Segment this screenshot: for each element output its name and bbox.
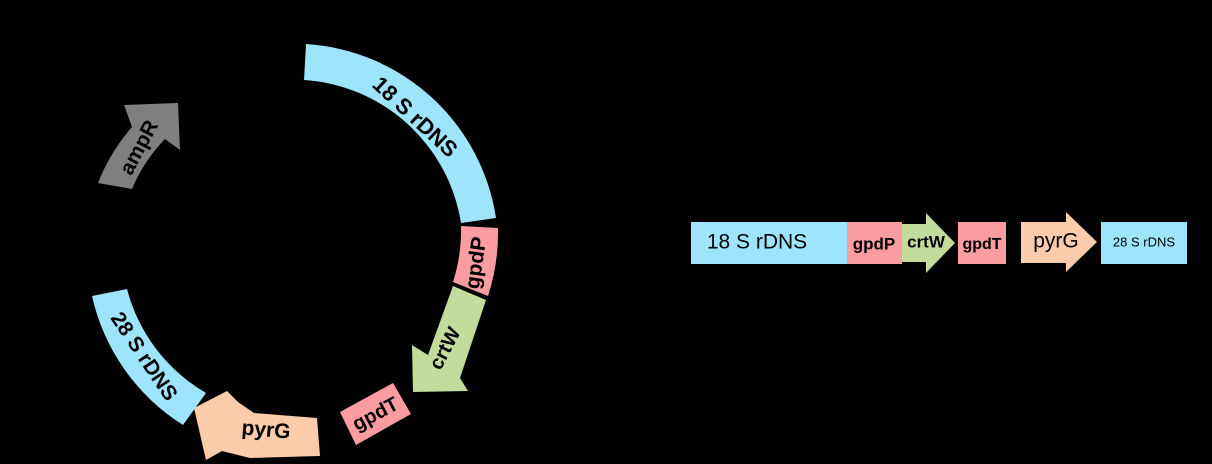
linear-segment-28s-rdns bbox=[1101, 222, 1187, 264]
plasmid-label-pyrg: pyrG bbox=[241, 416, 292, 443]
plasmid-arrow-ampr bbox=[98, 103, 180, 189]
linear-segment-18s-rdns bbox=[691, 222, 847, 264]
linear-label-crtw: crtW bbox=[907, 232, 946, 251]
linear-arrow-crtw bbox=[902, 213, 955, 273]
linear-segment-gpdp bbox=[847, 222, 902, 264]
plasmid-arrow-crtw bbox=[412, 286, 486, 392]
linear-label-28s-rdns: 28 S rDNS bbox=[1113, 234, 1175, 249]
plasmid-segment-gpdt bbox=[340, 383, 411, 445]
plasmid-segment-gpdp bbox=[453, 226, 499, 296]
linear-label-gpdp: gpdP bbox=[853, 234, 896, 253]
linear-label-pyrg: pyrG bbox=[1033, 230, 1079, 253]
linear-label-18s-rdns: 18 S rDNS bbox=[707, 231, 807, 254]
plasmid-arrow-pyrg bbox=[194, 391, 320, 460]
linear-label-gpdt: gpdT bbox=[962, 236, 1001, 253]
linear-construct-map: 18 S rDNS gpdP crtW gpdT pyrG 28 S rDNS bbox=[691, 212, 1187, 273]
linear-segment-gpdt bbox=[958, 222, 1006, 264]
plasmid-segment-28s-rdns bbox=[92, 289, 206, 425]
plasmid-segment-18s-rdns bbox=[304, 44, 496, 223]
linear-arrow-pyrg bbox=[1021, 212, 1097, 272]
